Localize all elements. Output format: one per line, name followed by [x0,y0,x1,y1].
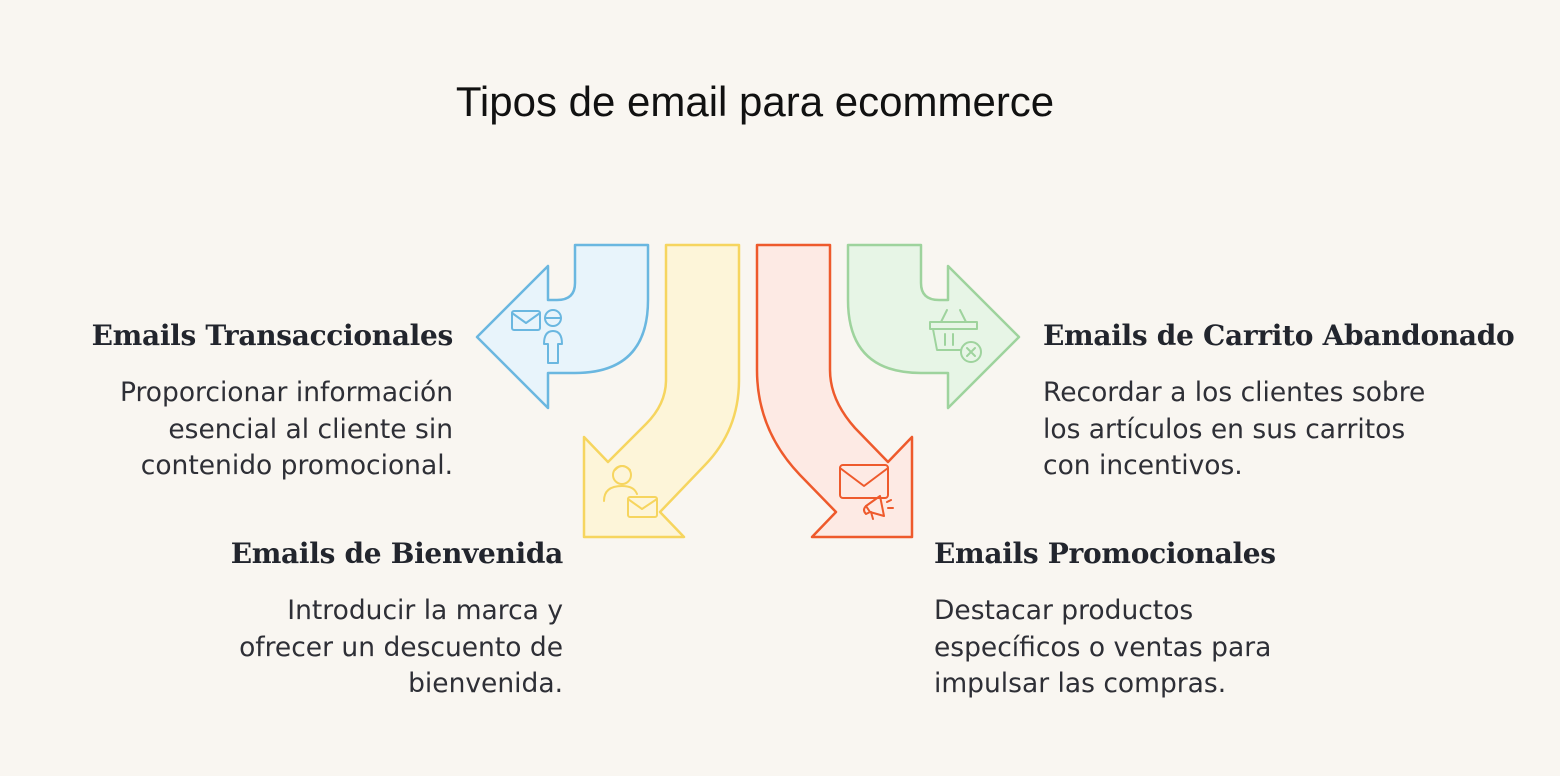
heading-transaccionales: Emails Transaccionales [91,319,454,352]
person-mail-icon [603,465,658,518]
email-person-icon [511,309,563,364]
arrow-shape-yellow [582,243,741,539]
desc-bienvenida: Introducir la marca y ofrecer un descuen… [239,595,563,699]
desc-promocionales: Destacar productos específicos o ventas … [934,595,1272,699]
arrow-carrito [846,243,1021,410]
heading-carrito: Emails de Carrito Abandonado [1043,319,1515,352]
arrow-bienvenida [582,243,741,539]
desc-transaccionales: Proporcionar información esencial al cli… [119,377,453,481]
arrow-shape-green [846,243,1021,410]
basket-cancel-icon [929,309,982,363]
desc-carrito: Recordar a los clientes sobre los artícu… [1043,377,1426,481]
heading-promocionales: Emails Promocionales [934,537,1276,570]
arrow-transaccionales [475,243,650,410]
mail-megaphone-icon [839,464,894,520]
diagram-title: Tipos de email para ecommerce [455,78,1055,125]
arrow-promocionales [755,243,914,539]
arrow-shape-blue [475,243,650,410]
heading-bienvenida: Emails de Bienvenida [230,537,564,570]
